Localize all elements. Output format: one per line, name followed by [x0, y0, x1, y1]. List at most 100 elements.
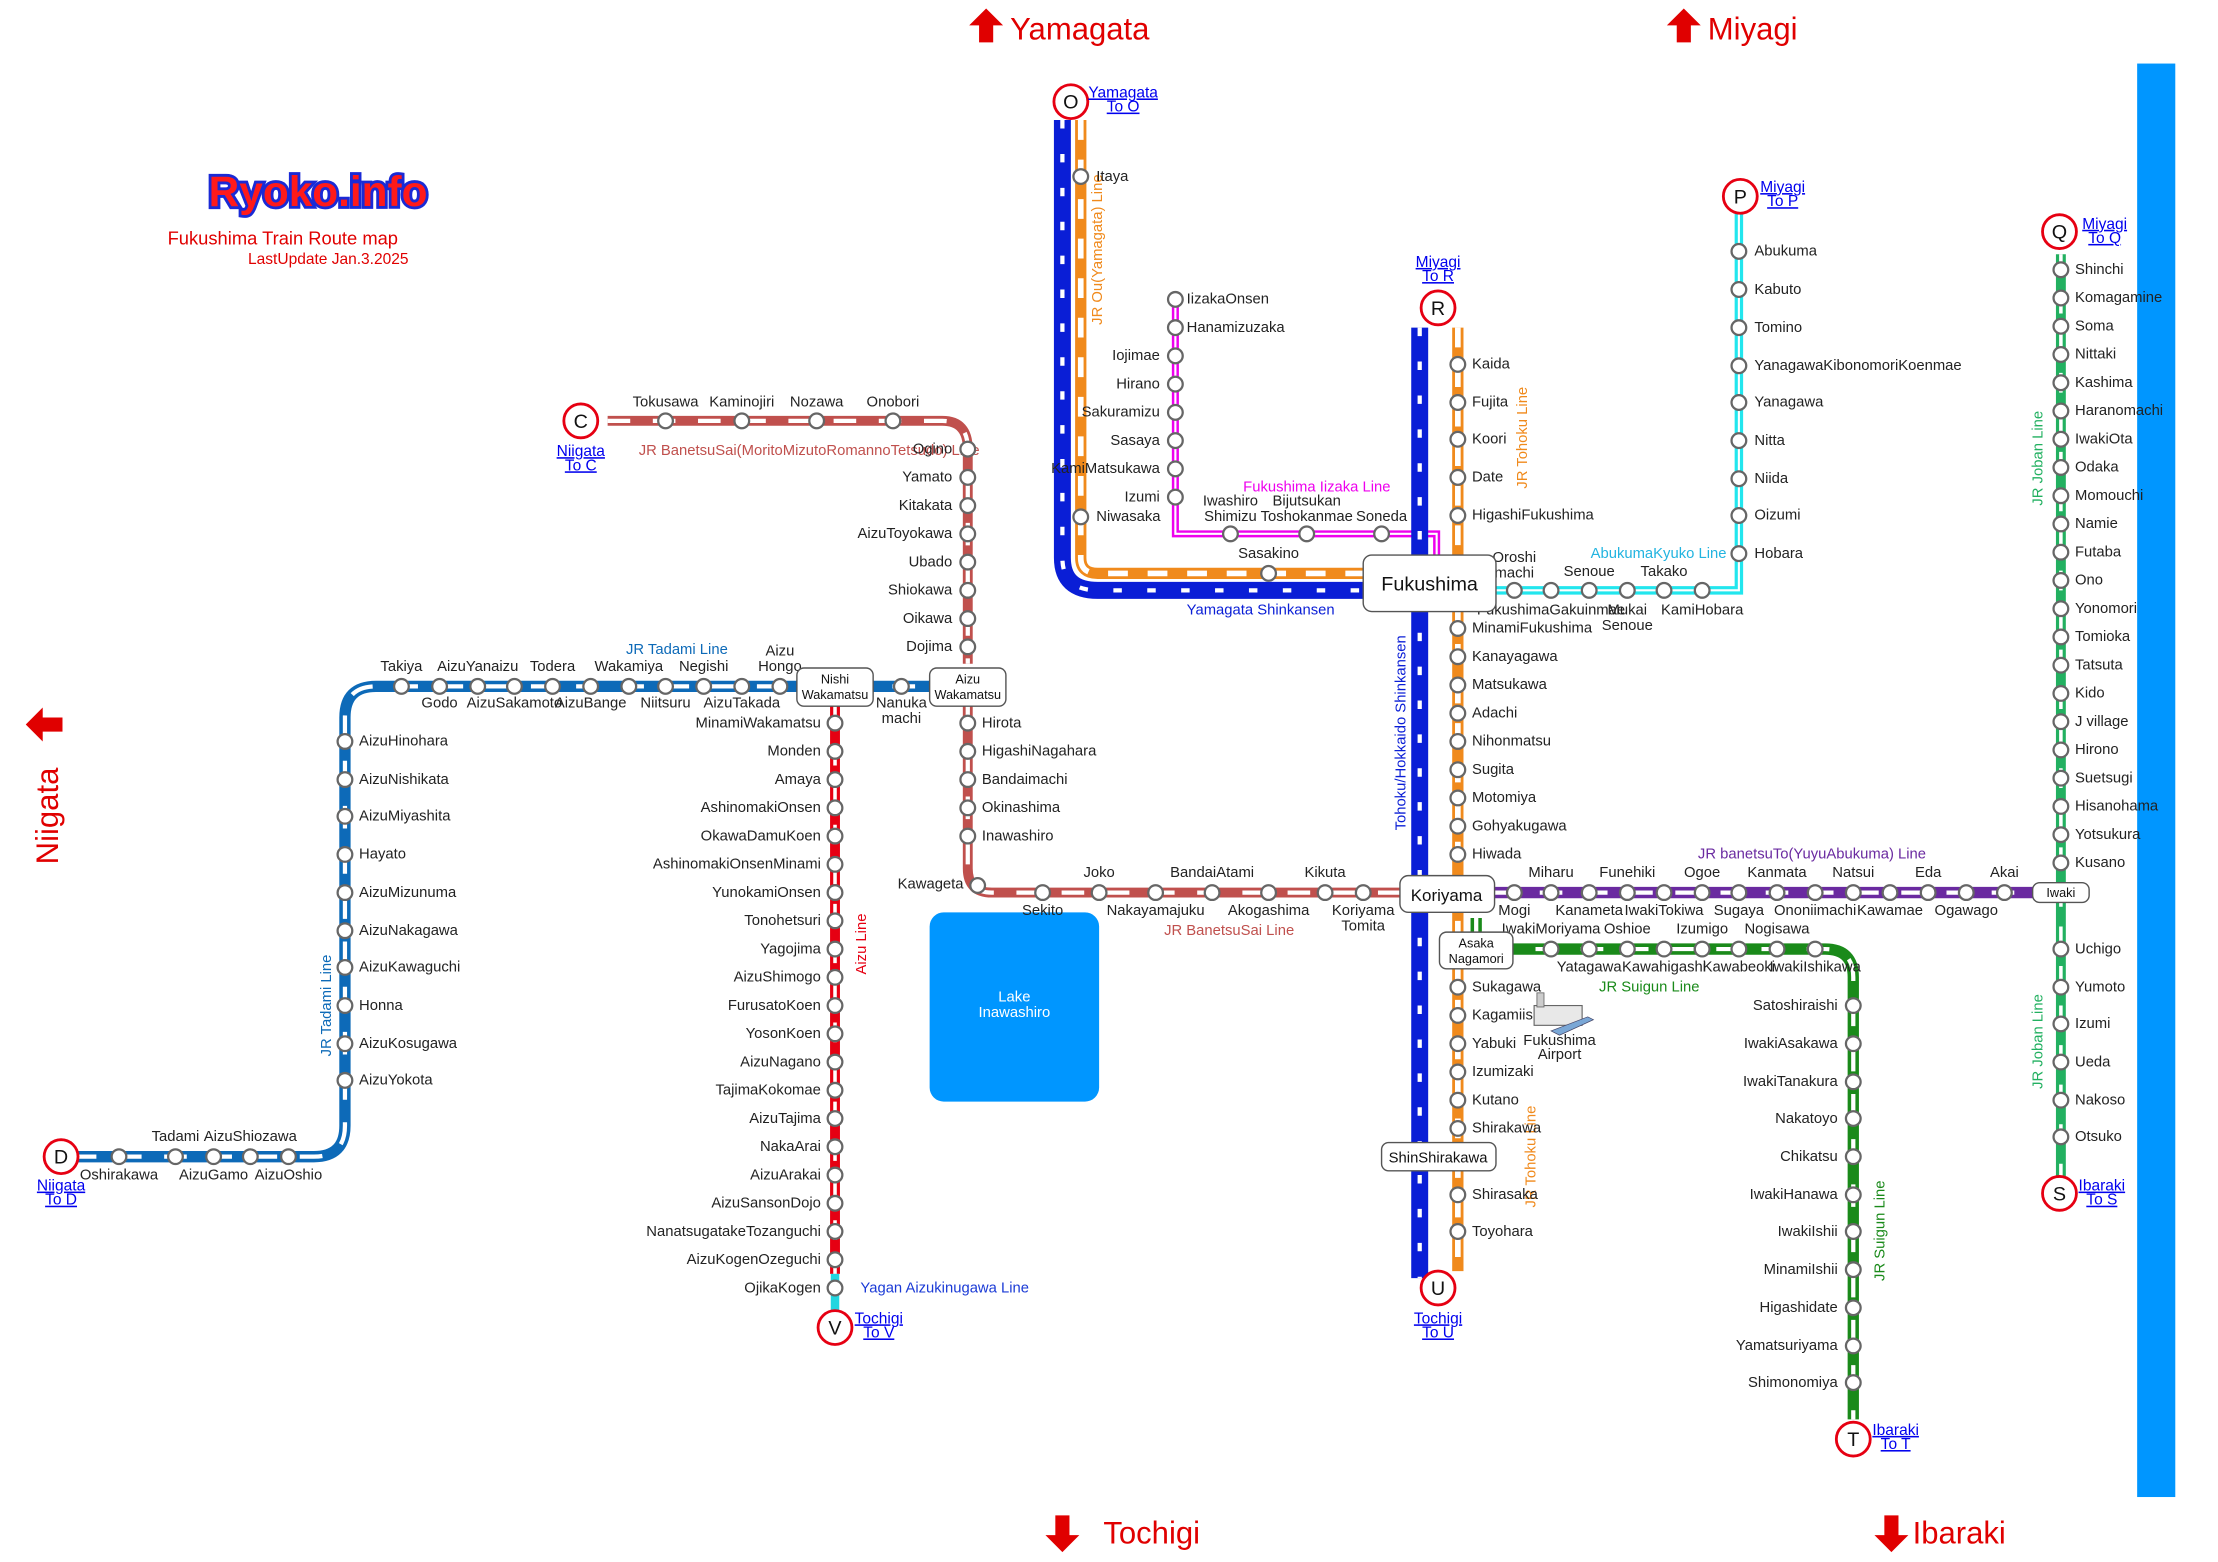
station-nihonmatsu[interactable]: Nihonmatsu: [1449, 732, 1551, 750]
station-ojikakogen[interactable]: OjikaKogen: [744, 1279, 844, 1297]
station-aizuyokota[interactable]: AizuYokota: [336, 1071, 434, 1089]
exit-pref-link[interactable]: Ibaraki: [1872, 1422, 1919, 1439]
station-oshioe[interactable]: Oshioe: [1604, 922, 1651, 958]
station-kanameta[interactable]: Kanameta: [1555, 884, 1624, 919]
station-satoshiraishi[interactable]: Satoshiraishi: [1753, 997, 1862, 1015]
station-funehiki[interactable]: Funehiki: [1599, 865, 1655, 902]
exit-to-link[interactable]: To R: [1422, 268, 1454, 285]
station-hobara[interactable]: Hobara: [1730, 545, 1804, 563]
station-shinchi[interactable]: Shinchi: [2052, 261, 2124, 279]
station-aizunishikata[interactable]: AizuNishikata: [336, 771, 450, 789]
station-chikatsu[interactable]: Chikatsu: [1780, 1148, 1862, 1166]
station-kagamiishi[interactable]: Kagamiishi: [1449, 1006, 1544, 1024]
station-yamato[interactable]: Yamato: [902, 468, 977, 486]
station-yonomori[interactable]: Yonomori: [2052, 600, 2138, 618]
station-suetsugi[interactable]: Suetsugi: [2052, 769, 2133, 787]
station-shirakawa[interactable]: Shirakawa: [1449, 1119, 1542, 1137]
station-oroshi-machi[interactable]: OroshimachiOroshi machi: [1493, 550, 1537, 599]
station-izumi[interactable]: Izumi: [2052, 1015, 2111, 1033]
station-nittaki[interactable]: Nittaki: [2052, 346, 2117, 363]
station-godo[interactable]: Godo: [421, 677, 458, 712]
station-miharu[interactable]: Miharu: [1528, 865, 1574, 902]
station-aizukogenozeguchi[interactable]: AizuKogenOzeguchi: [687, 1251, 844, 1269]
station-iwakiishikawa[interactable]: IwakiIshikawa: [1769, 940, 1862, 976]
station-aizuyanaizu[interactable]: AizuYanaizu: [437, 659, 518, 695]
station-yanagawa[interactable]: Yanagawa: [1730, 394, 1825, 411]
station-aizubange[interactable]: AizuBange: [555, 677, 627, 712]
station-kawageta[interactable]: Kawageta: [898, 876, 987, 894]
station-wakamiya[interactable]: Wakamiya: [595, 659, 664, 695]
station-akai[interactable]: Akai: [1990, 865, 2019, 902]
station-tadami[interactable]: Tadami: [152, 1129, 200, 1166]
station-koori[interactable]: Koori: [1449, 430, 1507, 448]
station-fukushimagakuinmae[interactable]: FukushimaGakuinmae: [1477, 581, 1625, 618]
station-date[interactable]: Date: [1449, 468, 1503, 486]
station-aizushimogo[interactable]: AizuShimogo: [734, 968, 844, 986]
station-haranomachi[interactable]: Haranomachi: [2052, 402, 2164, 420]
station-kabuto[interactable]: Kabuto: [1730, 281, 1802, 298]
station-aizukawaguchi[interactable]: AizuKawaguchi: [336, 958, 461, 976]
station-aizutakada[interactable]: AizuTakada: [704, 677, 781, 712]
station-iwakitanakura[interactable]: IwakiTanakura: [1743, 1073, 1862, 1091]
station-itaya[interactable]: Itaya: [1072, 168, 1129, 186]
station-niitsuru[interactable]: Niitsuru: [640, 677, 691, 712]
station-iwakiasakawa[interactable]: IwakiAsakawa: [1744, 1035, 1862, 1053]
exit-pref-link[interactable]: Miyagi: [1416, 254, 1461, 271]
station-iwakihanawa[interactable]: IwakiHanawa: [1750, 1186, 1862, 1204]
exit-pref-link[interactable]: Miyagi: [1760, 179, 1805, 196]
station-nanuka-machi[interactable]: NanukamachiNanuka machi: [876, 677, 928, 727]
station-tatsuta[interactable]: Tatsuta: [2052, 656, 2124, 674]
exit-pref-link[interactable]: Niigata: [37, 1178, 86, 1195]
station-oikawa[interactable]: Oikawa: [903, 610, 977, 628]
station-aizutajima[interactable]: AizuTajima: [749, 1110, 844, 1128]
exit-pref-link[interactable]: Tochigi: [1414, 1310, 1462, 1327]
station-sakuramizu[interactable]: Sakuramizu: [1082, 403, 1184, 421]
station-amaya[interactable]: Amaya: [775, 771, 844, 789]
station-yabuki[interactable]: Yabuki: [1449, 1035, 1516, 1053]
direction-ibaraki[interactable]: Ibaraki: [1874, 1515, 2006, 1553]
station-aizusansondojo[interactable]: AizuSansonDojo: [711, 1194, 844, 1212]
station-yunokamionsen[interactable]: YunokamiOnsen: [712, 884, 844, 902]
station-nakaarai[interactable]: NakaArai: [760, 1138, 844, 1156]
exit-to-link[interactable]: To T: [1881, 1436, 1911, 1453]
station-niwasaka[interactable]: Niwasaka: [1072, 508, 1161, 526]
station-izumigo[interactable]: Izumigo: [1676, 922, 1728, 958]
station-hirota[interactable]: Hirota: [959, 714, 1022, 732]
station-furusatokoen[interactable]: FurusatoKoen: [728, 997, 844, 1015]
station-sasakino[interactable]: Sasakino: [1238, 546, 1299, 582]
exit-to-link[interactable]: To U: [1422, 1324, 1454, 1341]
station-odaka[interactable]: Odaka: [2052, 458, 2120, 476]
station-ogino[interactable]: Ogino: [913, 440, 977, 458]
exit-pref-link[interactable]: Niigata: [557, 443, 606, 460]
station-niida[interactable]: Niida: [1730, 470, 1789, 488]
hub-shinshirakawa[interactable]: ShinShirakawa: [1380, 1141, 1497, 1172]
station-kanmata[interactable]: Kanmata: [1747, 865, 1807, 902]
exit-to-link[interactable]: To O: [1107, 99, 1140, 116]
hub-nishi-wakamatsu[interactable]: Nishi Wakamatsu: [796, 667, 874, 707]
station-sugaya[interactable]: Sugaya: [1714, 884, 1765, 919]
station-akogashima[interactable]: Akogashima: [1228, 884, 1310, 919]
station-aizuarakai[interactable]: AizuArakai: [750, 1166, 844, 1184]
station-hirano[interactable]: Hirano: [1116, 375, 1184, 393]
station-oizumi[interactable]: Oizumi: [1730, 507, 1801, 524]
station-kamihobara[interactable]: KamiHobara: [1661, 581, 1744, 618]
direction-tochigi[interactable]: Tochigi: [1045, 1515, 1200, 1553]
station-yatagawa[interactable]: Yatagawa: [1557, 940, 1623, 976]
station-nakoso[interactable]: Nakoso: [2052, 1091, 2126, 1109]
station-nakayamajuku[interactable]: Nakayamajuku: [1107, 884, 1205, 919]
exit-pref-link[interactable]: Tochigi: [855, 1310, 903, 1327]
exit-to-link[interactable]: To S: [2086, 1192, 2117, 1209]
station-namie[interactable]: Namie: [2052, 515, 2118, 533]
station-komagamine[interactable]: Komagamine: [2052, 289, 2163, 307]
station-yumoto[interactable]: Yumoto: [2052, 978, 2126, 996]
hub-fukushima[interactable]: Fukushima: [1362, 554, 1497, 613]
station-kikuta[interactable]: Kikuta: [1304, 865, 1346, 902]
station-takako[interactable]: Takako: [1641, 564, 1688, 599]
station-kitakata[interactable]: Kitakata: [899, 497, 977, 515]
station-sukagawa[interactable]: Sukagawa: [1449, 978, 1542, 996]
station-izumizaki[interactable]: Izumizaki: [1449, 1063, 1534, 1081]
station-hisanohama[interactable]: Hisanohama: [2052, 797, 2159, 815]
